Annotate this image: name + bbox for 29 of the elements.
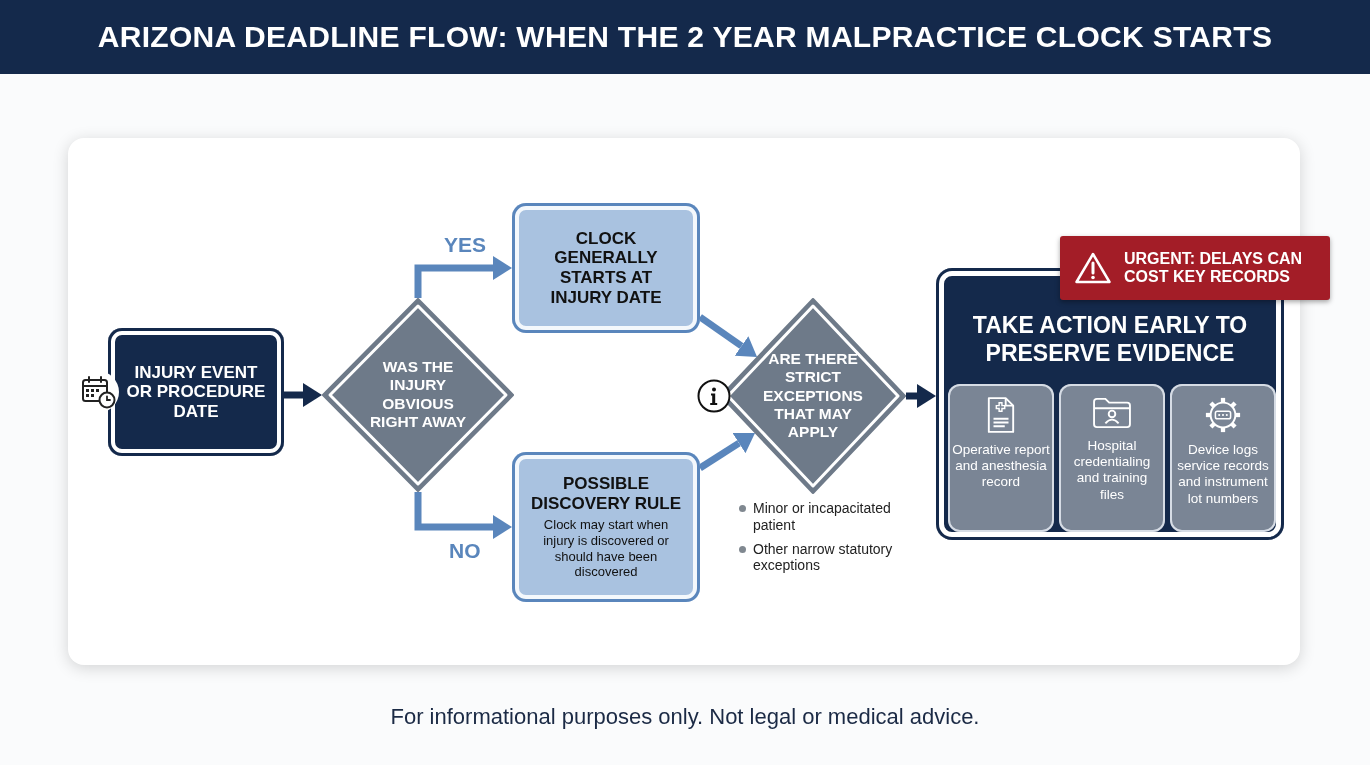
arrow	[284, 383, 322, 407]
warning-banner	[1060, 236, 1330, 300]
box-text: INJURY EVENT OR PROCEDURE DATE	[125, 362, 267, 422]
arrow	[906, 384, 936, 408]
box-text: CLOCK GENERALLY STARTS AT INJURY DATE	[549, 228, 663, 308]
bullet-item: Other narrow statutory exceptions	[738, 540, 906, 575]
evidence-card	[948, 384, 1054, 532]
card-text: Operative report and anesthesia record	[952, 442, 1050, 491]
process-box	[108, 328, 284, 456]
diamond-text: WAS THE INJURY OBVIOUS RIGHT AWAY	[368, 358, 468, 432]
bullet-item: Minor or incapacitated patient	[738, 500, 906, 534]
caption-text: For informational purposes only. Not legal or medical advice.	[390, 704, 980, 730]
arrow	[414, 256, 512, 298]
box-heading: POSSIBLE DISCOVERY RULE	[529, 474, 683, 514]
diamond-text: ARE THERE STRICT EXCEPTIONS THAT MAY APPLY	[762, 350, 864, 442]
title-text: ARIZONA DEADLINE FLOW: WHEN THE 2 YEAR MALPRACTICE CLOCK STARTS	[97, 20, 1273, 54]
process-box	[512, 452, 700, 602]
box-text: Clock may start when injury is discovered or should have been discovered	[542, 517, 670, 580]
banner-text: URGENT: DELAYS CAN COST KEY RECORDS	[1124, 249, 1304, 287]
card-text: Hospital credentialing and training files	[1072, 438, 1152, 503]
arrow	[698, 432, 755, 471]
evidence-card	[1170, 384, 1276, 532]
arrow	[698, 314, 758, 357]
card-text: Device logs service records and instrument lot numbers	[1176, 442, 1270, 507]
decision-diamond	[322, 298, 514, 492]
arrow	[414, 492, 512, 539]
panel-title: TAKE ACTION EARLY TO PRESERVE EVIDENCE	[971, 312, 1249, 368]
process-box	[512, 203, 700, 333]
evidence-card	[1059, 384, 1165, 532]
